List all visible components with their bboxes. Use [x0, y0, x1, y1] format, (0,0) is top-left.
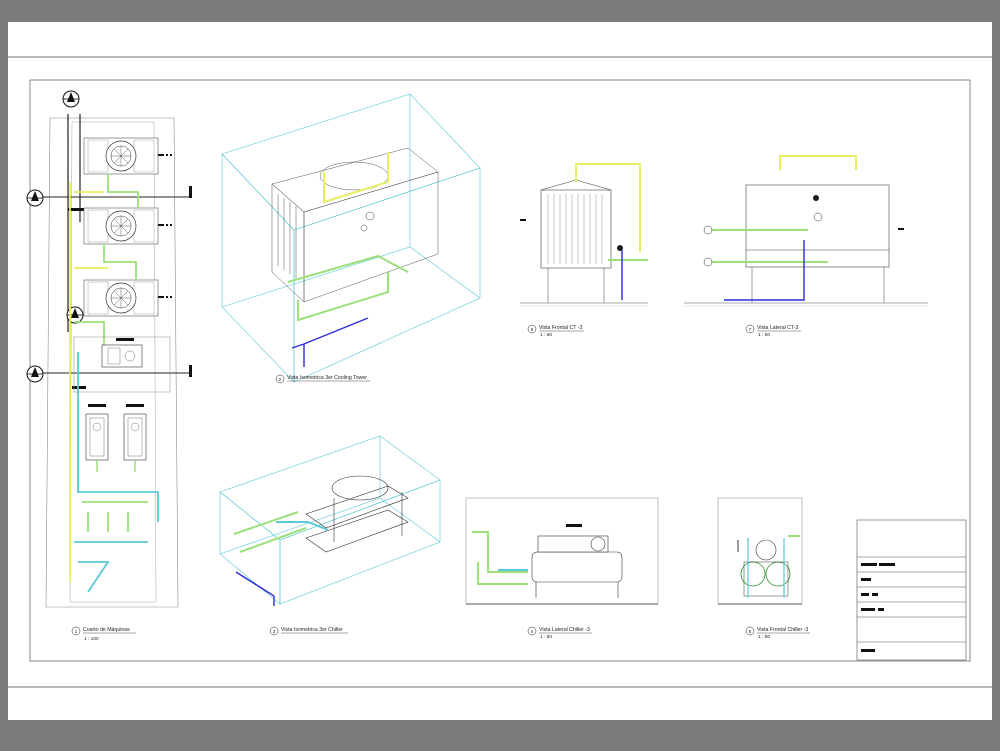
section-marker-icon[interactable] [62, 90, 80, 108]
drawing-sheet: 1 Cuarto de Máquinas 1 : 100 2 Vista Iso… [8, 22, 992, 720]
svg-text:1: 1 [75, 629, 78, 635]
view-title: Vista Frontal Chiller -3 [757, 627, 808, 633]
cooling-fan-icon [83, 279, 172, 317]
view-label-2: 2 Vista Isometrica 3er Cooling Tower [275, 374, 370, 384]
view-label-6: 6 Vista Frontal CT -3 1 : 50 [527, 324, 584, 338]
section-marker-icon[interactable] [26, 365, 44, 383]
view-scale: 1 : 50 [758, 332, 770, 338]
view-label-7: 7 Vista Lateral CT-3 1 : 50 [745, 324, 801, 338]
drawing-border [29, 79, 971, 662]
view-label-3: 3 Vista Isometrica 3er Chiller [269, 626, 348, 636]
view-label-5: 5 Vista Frontal Chiller -3 1 : 50 [745, 626, 810, 640]
view-title: Vista Lateral CT-3 [757, 325, 799, 331]
view-label-4: 4 Vista Lateral Chiller -3 1 : 50 [527, 626, 592, 640]
view-title: Vista Isometrica 3er Chiller [281, 627, 343, 633]
cooling-tower-isometric [221, 93, 481, 383]
cooling-fan-icon [83, 207, 172, 245]
section-marker-icon[interactable] [26, 189, 44, 207]
view-label-1: 1 Cuarto de Máquinas 1 : 100 [71, 626, 136, 642]
chiller-unit-icon [123, 404, 147, 472]
chiller-front-view [717, 497, 803, 605]
view-title: Vista Lateral Chiller -3 [539, 627, 590, 633]
view-title: Vista Isometrica 3er Cooling Tower [287, 375, 367, 381]
chiller-unit-icon [85, 404, 109, 472]
view-scale: 1 : 50 [540, 332, 552, 338]
svg-text:4: 4 [531, 629, 534, 635]
view-title: Cuarto de Máquinas [83, 627, 130, 633]
svg-text:5: 5 [749, 629, 752, 635]
pump-icon [101, 338, 143, 368]
ct-lateral-view [684, 155, 928, 307]
title-block [856, 519, 967, 661]
cad-drawing: 1 Cuarto de Máquinas 1 : 100 2 Vista Iso… [8, 56, 992, 688]
view-scale: 1 : 50 [758, 634, 770, 640]
svg-text:3: 3 [273, 629, 276, 635]
section-marker-icon[interactable] [66, 306, 84, 324]
ct-front-view [520, 163, 648, 307]
chiller-lateral-view [465, 497, 659, 605]
chiller-isometric [219, 435, 441, 606]
svg-text:6: 6 [531, 327, 534, 333]
machine-room-plan [26, 90, 192, 608]
cooling-fan-icon [83, 137, 172, 175]
svg-text:2: 2 [279, 377, 282, 383]
view-scale: 1 : 50 [540, 634, 552, 640]
svg-text:7: 7 [749, 327, 752, 333]
view-title: Vista Frontal CT -3 [539, 325, 582, 331]
view-scale: 1 : 100 [84, 636, 99, 642]
plan-piping [69, 174, 159, 593]
